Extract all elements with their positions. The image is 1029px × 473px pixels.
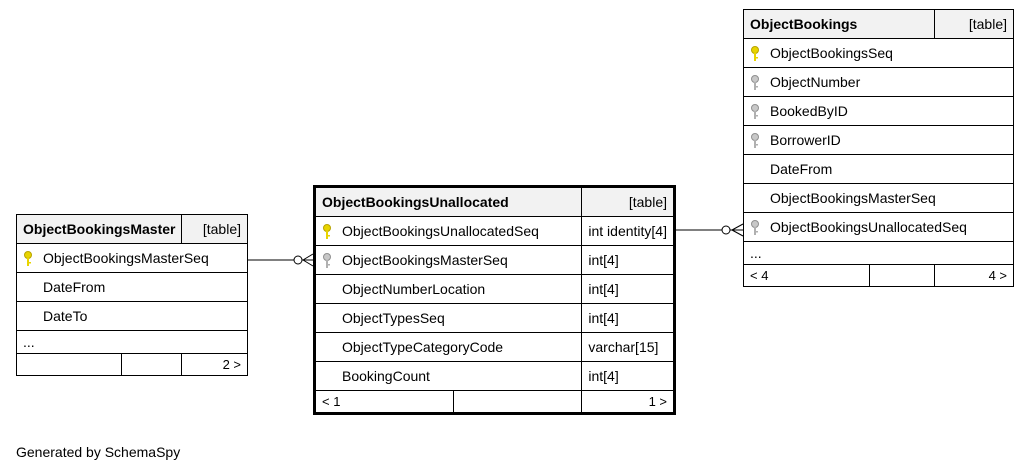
- column-name: ObjectBookingsMasterSeq: [342, 252, 508, 268]
- column-name: ObjectTypeCategoryCode: [342, 339, 504, 355]
- column-row[interactable]: DateFrom: [743, 154, 1014, 184]
- footer-right[interactable]: 1 >: [581, 390, 675, 414]
- footer-left[interactable]: < 1: [313, 390, 455, 414]
- footer-right[interactable]: 2 >: [181, 353, 248, 376]
- footer-left[interactable]: < 4: [742, 264, 871, 287]
- relation-unallocated-to-bookings: [676, 223, 744, 237]
- primary-key-icon: [24, 251, 32, 266]
- column-name: ObjectBookingsSeq: [770, 45, 893, 61]
- foreign-key-icon: [751, 75, 759, 90]
- primary-key-icon: [323, 224, 331, 239]
- column-name: DateFrom: [43, 279, 106, 295]
- ellipsis: ...: [743, 241, 1014, 265]
- column-name: BookingCount: [342, 368, 430, 384]
- column-name: ObjectTypesSeq: [342, 310, 445, 326]
- column-row[interactable]: DateTo: [16, 301, 248, 331]
- table-name: ObjectBookingsUnallocated: [313, 186, 583, 217]
- column-row[interactable]: ObjectBookingsMasterSeq: [743, 183, 1014, 213]
- foreign-key-icon: [751, 220, 759, 235]
- footer-middle: [120, 353, 183, 376]
- column-row[interactable]: ObjectBookingsUnallocatedSeq int identit…: [313, 216, 675, 246]
- column-type: int[4]: [581, 274, 675, 304]
- ellipsis-row: ...: [743, 241, 1014, 265]
- column-row[interactable]: DateFrom: [16, 272, 248, 302]
- table-header: ObjectBookingsUnallocated [table]: [313, 186, 675, 217]
- column-row[interactable]: BorrowerID: [743, 125, 1014, 155]
- table-kind: [table]: [181, 214, 248, 244]
- footer-middle: [453, 390, 583, 414]
- primary-key-icon: [751, 46, 759, 61]
- generated-by-text: Generated by SchemaSpy: [16, 444, 181, 460]
- column-name: ObjectBookingsMasterSeq: [770, 190, 936, 206]
- column-row[interactable]: BookingCount int[4]: [313, 361, 675, 391]
- table-kind: [table]: [581, 186, 675, 217]
- table-objectbookingsunallocated[interactable]: ObjectBookingsUnallocated [table] Object…: [313, 185, 676, 415]
- column-row[interactable]: ObjectBookingsMasterSeq: [16, 243, 248, 273]
- footer-middle: [869, 264, 935, 287]
- column-row[interactable]: ObjectBookingsUnallocatedSeq: [743, 212, 1014, 242]
- column-name: ObjectNumberLocation: [342, 281, 486, 297]
- table-header: ObjectBookingsMaster [table]: [15, 214, 248, 244]
- column-row[interactable]: ObjectTypeCategoryCode varchar[15]: [313, 332, 675, 362]
- column-type: int identity[4]: [581, 216, 675, 246]
- column-name: ObjectNumber: [770, 74, 861, 90]
- column-name: ObjectBookingsUnallocatedSeq: [770, 219, 967, 235]
- column-row[interactable]: ObjectNumberLocation int[4]: [313, 274, 675, 304]
- table-objectbookingsmaster[interactable]: ObjectBookingsMaster [table] ObjectBooki…: [15, 214, 248, 376]
- relation-master-to-unallocated: [248, 253, 314, 267]
- ellipsis-row: ...: [16, 330, 248, 354]
- column-type: int[4]: [581, 245, 675, 275]
- foreign-key-icon: [323, 253, 331, 268]
- column-name: ObjectBookingsMasterSeq: [43, 250, 209, 266]
- column-row[interactable]: ObjectBookingsSeq: [743, 38, 1014, 68]
- table-footer: < 4 4 >: [742, 264, 1015, 287]
- column-row[interactable]: ObjectBookingsMasterSeq int[4]: [313, 245, 675, 275]
- column-name: DateFrom: [770, 161, 833, 177]
- column-row[interactable]: ObjectTypesSeq int[4]: [313, 303, 675, 333]
- ellipsis: ...: [16, 330, 248, 354]
- foreign-key-icon: [751, 104, 759, 119]
- footer-left[interactable]: [16, 353, 122, 376]
- column-type: int[4]: [581, 361, 675, 391]
- table-footer: 2 >: [16, 353, 248, 376]
- column-row[interactable]: BookedByID: [743, 96, 1014, 126]
- table-objectbookings[interactable]: ObjectBookings [table] ObjectBookingsSeq…: [742, 9, 1015, 287]
- table-header: ObjectBookings [table]: [743, 9, 1015, 39]
- table-name: ObjectBookingsMaster: [15, 214, 183, 244]
- column-name: DateTo: [43, 308, 88, 324]
- column-type: int[4]: [581, 303, 675, 333]
- table-footer: < 1 1 >: [313, 390, 675, 414]
- column-name: ObjectBookingsUnallocatedSeq: [342, 223, 539, 239]
- footer-right[interactable]: 4 >: [933, 264, 1015, 287]
- column-name: BorrowerID: [770, 132, 841, 148]
- column-type: varchar[15]: [581, 332, 675, 362]
- table-name: ObjectBookings: [743, 9, 935, 39]
- table-kind: [table]: [933, 9, 1015, 39]
- column-name: BookedByID: [770, 103, 848, 119]
- foreign-key-icon: [751, 133, 759, 148]
- column-row[interactable]: ObjectNumber: [743, 67, 1014, 97]
